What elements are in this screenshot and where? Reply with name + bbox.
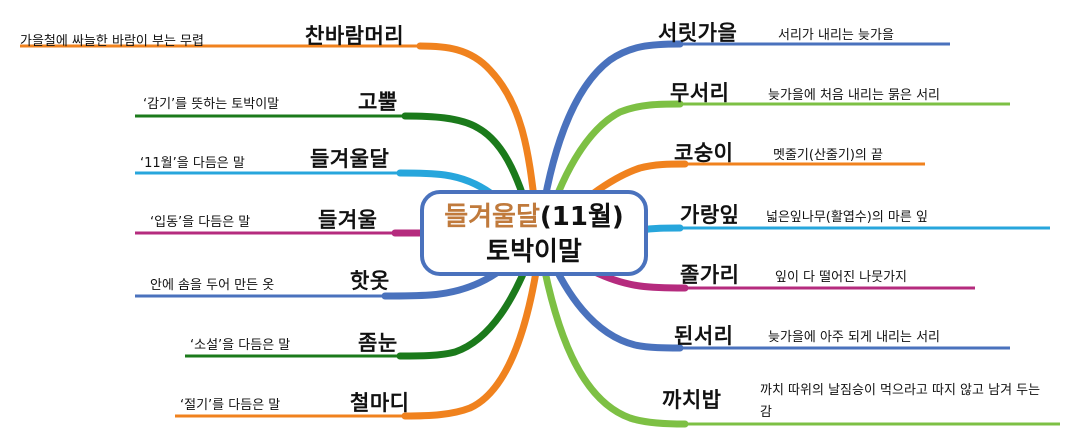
- branch-curve: [541, 240, 684, 352]
- branch-term: 무서리: [670, 81, 730, 105]
- branch-term: 좀눈: [358, 331, 398, 355]
- branch-definition: ‘소설’을 다듬은 말: [190, 338, 291, 353]
- branch-term: 들겨울달: [310, 147, 390, 171]
- branch-curve: [416, 42, 542, 234]
- branch-definition: ‘절기’를 다듬은 말: [180, 398, 281, 413]
- central-subtitle: 토박이말: [486, 237, 582, 267]
- branch-term: 철마디: [350, 391, 410, 415]
- branch-definition: 까치 따위의 날짐승이 먹으라고 따지 않고 남겨 두는 감: [760, 383, 1041, 420]
- branch-term: 코숭이: [674, 141, 734, 165]
- branch-term: 된서리: [674, 324, 734, 348]
- central-title: 들겨울달(11월): [424, 200, 644, 234]
- branch-curve: [536, 40, 684, 232]
- central-month: (11월): [539, 202, 624, 232]
- branch-definition: 늦가을에 아주 되게 내리는 서리: [768, 330, 941, 345]
- branch-definition: 가을철에 싸늘한 바람이 부는 무렵: [20, 34, 204, 49]
- central-topic: 들겨울달(11월) 토박이말: [420, 190, 648, 276]
- branch-term: 고뿔: [358, 90, 398, 114]
- branch-term: 찬바람머리: [305, 24, 405, 48]
- branch-definition: ‘11월’을 다듬은 말: [140, 156, 245, 171]
- branch-term: 졸가리: [680, 263, 740, 287]
- branch-definition: 늦가을에 처음 내리는 묽은 서리: [768, 88, 941, 103]
- branch-curve: [401, 242, 544, 420]
- branch-definition: ‘입동’을 다듬은 말: [150, 215, 251, 230]
- branch-term: 핫옷: [350, 269, 390, 293]
- branch-definition: 서리가 내리는 늦가을: [778, 28, 894, 43]
- central-term: 들겨울달: [444, 202, 540, 232]
- branch-definition: 잎이 다 떨어진 나뭇가지: [775, 270, 907, 285]
- branch-term: 가랑잎: [680, 203, 740, 227]
- branch-definition: ‘감기’를 뜻하는 토박이말: [143, 97, 280, 112]
- branch-definition: 넓은잎나무(활엽수)의 마른 잎: [766, 210, 928, 225]
- branch-curve: [396, 240, 539, 360]
- branch-term: 들겨울: [318, 208, 378, 232]
- branch-definition: 안에 솜을 두어 만든 옷: [150, 278, 275, 293]
- branch-curve: [536, 242, 689, 428]
- branch-definition: 멧줄기(산줄기)의 끝: [773, 148, 883, 163]
- branch-term: 까치밥: [662, 388, 722, 412]
- branch-term: 서릿가을: [658, 21, 738, 45]
